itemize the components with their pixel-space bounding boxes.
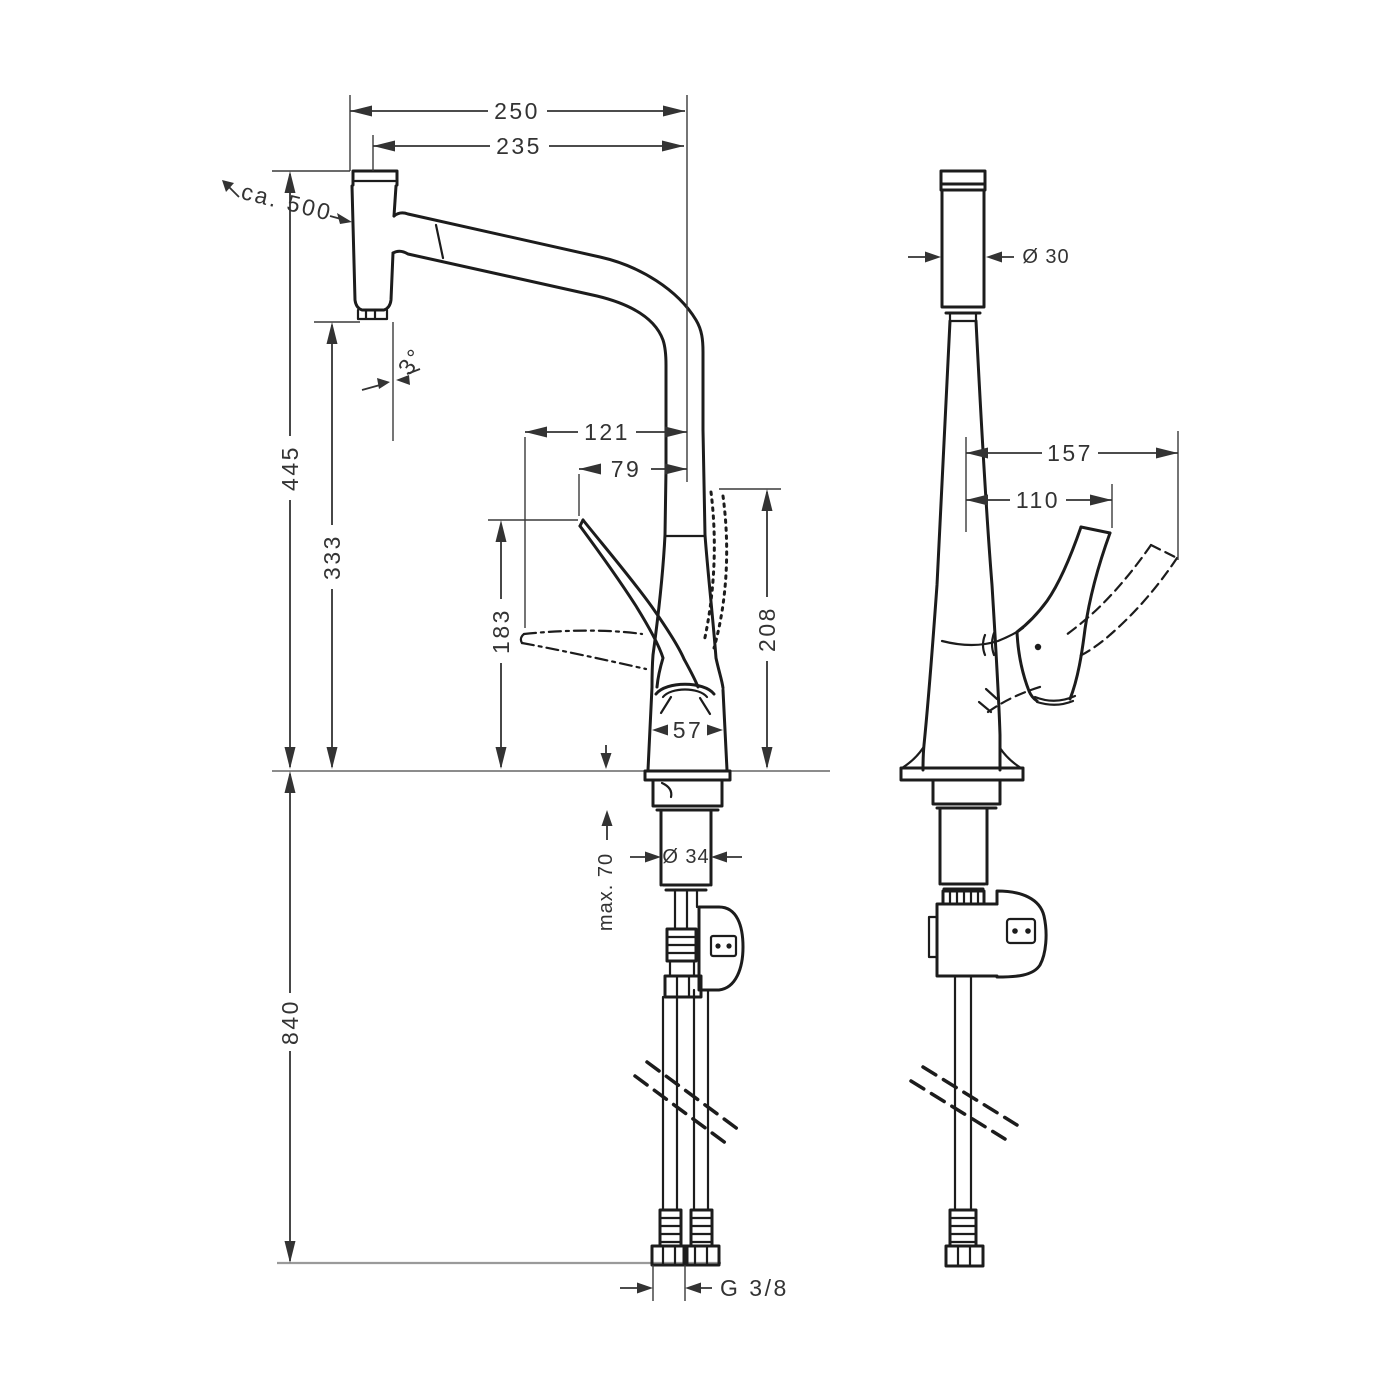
base-ticks <box>659 695 712 716</box>
dim-handle-projection-max: 121 <box>525 419 687 445</box>
front-valve-unit <box>927 889 1048 979</box>
supply-hoses <box>633 988 741 1267</box>
dim-base-width: 57 <box>652 717 723 743</box>
lever-handle-open-position <box>519 629 648 671</box>
side-view <box>350 169 745 1267</box>
dim-side-reach: 110 <box>966 487 1112 513</box>
lever-dome-outer <box>654 682 716 696</box>
dim-thread: G 3/8 <box>620 1275 789 1301</box>
dim-label-445: 445 <box>277 445 303 491</box>
dim-grip-diameter: Ø 30 <box>908 246 1069 268</box>
front-break-marks <box>909 1065 1019 1141</box>
valve-unit <box>663 888 745 999</box>
reference-lines <box>272 770 830 1265</box>
front-shank <box>931 778 1002 891</box>
front-hose <box>909 975 1019 1268</box>
dim-label-183: 183 <box>488 608 514 654</box>
front-handle <box>986 525 1179 714</box>
dim-label-208: 208 <box>754 606 780 652</box>
front-grip <box>939 169 987 323</box>
dim-outlet-height: 333 <box>319 322 345 769</box>
dim-spray-angle: 3° <box>361 342 430 391</box>
dim-label-max70: max. 70 <box>595 853 617 931</box>
dim-label-57: 57 <box>673 717 704 743</box>
body-base <box>643 685 732 782</box>
dim-label-110: 110 <box>1016 487 1060 513</box>
dim-handle-tip-height: 183 <box>488 520 514 769</box>
dim-counter-thickness: max. 70 <box>595 745 617 931</box>
dim-label-79: 79 <box>611 456 642 482</box>
dim-label-o30: Ø 30 <box>1022 246 1069 268</box>
dim-label-840: 840 <box>277 999 303 1045</box>
spout-front-arcs <box>981 631 996 657</box>
dim-overall-width: 250 <box>350 98 685 124</box>
dim-label-235: 235 <box>496 133 542 159</box>
spray-head <box>350 169 399 321</box>
front-flange <box>899 766 1025 782</box>
dim-label-3deg: 3° <box>393 342 430 379</box>
pullout-joint-line <box>434 223 445 260</box>
front-view <box>899 169 1179 1268</box>
dim-label-333: 333 <box>319 534 345 580</box>
lever-dome-inner <box>661 688 709 699</box>
dimensions: 250 235 ca. 500 3° 445 <box>222 98 1178 1301</box>
dim-label-g38: G 3/8 <box>720 1275 789 1301</box>
handle-pin <box>1034 643 1042 651</box>
dim-handle-raised-height: 208 <box>754 489 780 769</box>
dim-spout-width: 235 <box>373 133 684 159</box>
dim-shank-diameter: Ø 34 <box>630 846 742 868</box>
dim-label-250: 250 <box>494 98 540 124</box>
lever-handle-raised-position <box>702 490 729 650</box>
mounting-shank <box>651 778 724 892</box>
dim-side-reach-max: 157 <box>966 440 1178 466</box>
dim-handle-projection: 79 <box>579 456 687 482</box>
dim-label-o34: Ø 34 <box>662 846 709 868</box>
dim-total-height: 445 <box>277 171 303 769</box>
dim-label-121: 121 <box>584 419 630 445</box>
lever-handle <box>519 490 729 699</box>
dim-label-157: 157 <box>1047 440 1093 466</box>
dim-supply-length: 840 <box>277 771 303 1263</box>
flange <box>643 769 732 782</box>
spout <box>391 211 725 690</box>
front-handle-raised-position <box>986 543 1179 714</box>
break-marks <box>633 1060 741 1146</box>
